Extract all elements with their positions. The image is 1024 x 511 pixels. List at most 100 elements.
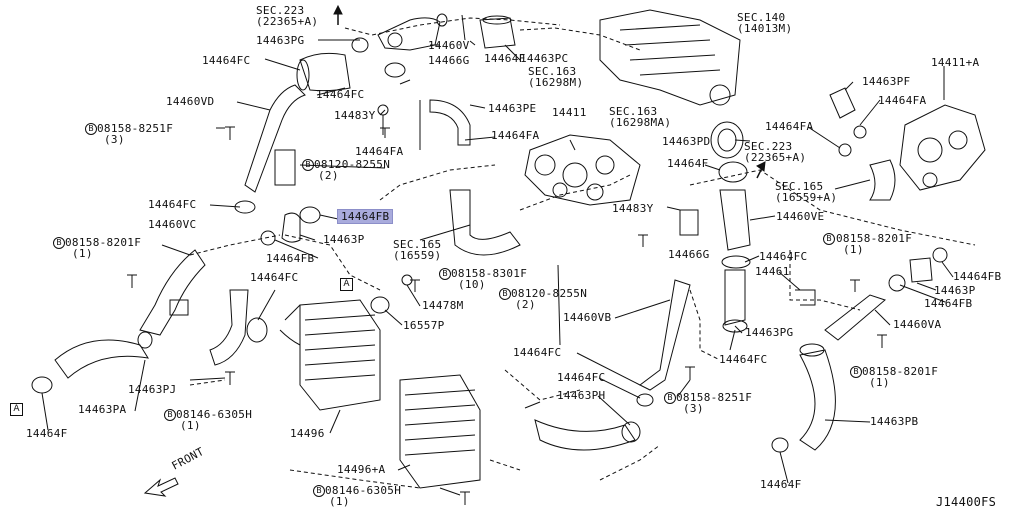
bolt-partno: 08120-8255N xyxy=(511,287,588,300)
section-ref-sec223-top: SEC.223 xyxy=(256,4,305,17)
part-label: 14464F xyxy=(484,52,526,65)
part-label: 14460V xyxy=(428,39,470,52)
part-label: 14464FB xyxy=(953,270,1002,283)
section-ref-sec165-c-sub: (16559) xyxy=(393,249,442,262)
part-label: 14464FA xyxy=(491,129,540,142)
part-label: 14463PC xyxy=(520,52,569,65)
section-ref-sec163-b-sub: (16298MA) xyxy=(609,116,672,129)
bolt-qty: (10) xyxy=(458,278,486,291)
bolt-symbol-icon: B xyxy=(439,268,451,280)
section-ref-sec223-top-sub: (22365+A) xyxy=(256,15,319,28)
diagram-code: J14400FS xyxy=(936,495,997,509)
part-label: 14464FA xyxy=(355,145,404,158)
bolt-symbol-icon: B xyxy=(499,288,511,300)
bolt-qty: (1) xyxy=(843,243,864,256)
highlighted-part-14464fb[interactable]: 14464FB xyxy=(337,209,394,224)
front-arrow-icon xyxy=(143,477,179,497)
hose-14463ph xyxy=(534,419,636,451)
part-label: 14463P xyxy=(934,284,976,297)
bolt-qty: (2) xyxy=(318,169,339,182)
part-label: 14460VC xyxy=(148,218,197,231)
part-label: 16557P xyxy=(403,319,445,332)
part-label: 14464FC xyxy=(513,346,562,359)
part-label: 14466G xyxy=(428,54,470,67)
bolt-symbol-icon: B xyxy=(850,366,862,378)
reference-marker-a-top: A xyxy=(340,278,353,291)
hose-14463pj xyxy=(209,289,249,366)
pipe-14460ve xyxy=(719,189,751,251)
pipe-14463pg xyxy=(299,52,351,92)
turbocharger-14411 xyxy=(524,134,641,206)
bolt-symbol-icon: B xyxy=(823,233,835,245)
bolt-partno: 08146-6305H xyxy=(176,408,253,421)
part-label: 14463P xyxy=(323,233,365,246)
intercooler-14496 xyxy=(279,299,381,411)
part-label: 14460VE xyxy=(776,210,825,223)
part-label: 14463PD xyxy=(662,135,711,148)
pipe-14460vb xyxy=(639,279,691,391)
part-label: 14411+A xyxy=(931,56,980,69)
part-label: 14463PF xyxy=(862,75,911,88)
part-label: 14464FC xyxy=(557,371,606,384)
pipe-14460va xyxy=(824,294,886,341)
part-label: 14464FC xyxy=(719,353,768,366)
dashed-guide-lines xyxy=(189,17,976,489)
part-label: 14463PH xyxy=(557,389,606,402)
bolt-partno: 08120-8255N xyxy=(314,158,391,171)
section-ref-sec165-r: SEC.165 xyxy=(775,180,824,193)
bolt-qty: (2) xyxy=(515,298,536,311)
bolt-symbol-icon: B xyxy=(164,409,176,421)
part-label: 14464FC xyxy=(202,54,251,67)
part-label: 14464FB xyxy=(266,252,315,265)
bolt-partno: 08158-8301F xyxy=(451,267,528,280)
bolt-symbol-icon: B xyxy=(302,159,314,171)
part-label: 14464F xyxy=(760,478,802,491)
section-ref-sec165-r-sub: (16559+A) xyxy=(775,191,838,204)
part-label: 14464F xyxy=(667,157,709,170)
pipe-14460vc xyxy=(139,249,206,336)
bolt-qty: (3) xyxy=(683,402,704,415)
part-label: 14463PG xyxy=(256,34,305,47)
bolt-partno: 08158-8201F xyxy=(836,232,913,245)
part-label: 14496+A xyxy=(337,463,386,476)
part-label: 14463PB xyxy=(870,415,919,428)
bolt-partno: 08158-8201F xyxy=(65,236,142,249)
section-ref-sec223-r: SEC.223 xyxy=(744,140,793,153)
section-ref-sec140-sub: (14013M) xyxy=(737,22,793,35)
bolt-partno: 08146-6305H xyxy=(325,484,402,497)
bolt-qty: (1) xyxy=(869,376,890,389)
bolt-partno: 08158-8251F xyxy=(676,391,753,404)
part-label: 14411 xyxy=(552,106,587,119)
part-label: 14463PJ xyxy=(128,383,177,396)
bolt-partno: 08158-8201F xyxy=(862,365,939,378)
part-label: 14464FB xyxy=(924,297,973,310)
part-label: 14464FA xyxy=(765,120,814,133)
part-label: 14460VB xyxy=(563,311,612,324)
bolt-qty: (1) xyxy=(180,419,201,432)
part-label: 14483Y xyxy=(612,202,654,215)
pipe-14460vd xyxy=(244,84,306,193)
hose-14463pc xyxy=(479,17,516,49)
section-ref-sec165-c: SEC.165 xyxy=(393,238,442,251)
bolt-symbol-icon: B xyxy=(664,392,676,404)
part-label: 14478M xyxy=(422,299,464,312)
part-label: 14464FC xyxy=(250,271,299,284)
part-label: 14466G xyxy=(668,248,710,261)
bolt-qty: (1) xyxy=(72,247,93,260)
part-label: 14464FC xyxy=(759,250,808,263)
turbocharger-14411a xyxy=(899,104,986,191)
hose-14463pb xyxy=(799,349,836,451)
part-label: 14464F xyxy=(26,427,68,440)
bolt-symbol-icon: B xyxy=(53,237,65,249)
pipe-14460v xyxy=(377,17,441,51)
section-ref-sec223-r-sub: (22365+A) xyxy=(744,151,807,164)
bolt-symbol-icon: B xyxy=(85,123,97,135)
pipe-sec165 xyxy=(449,189,521,256)
part-label: 14464FC xyxy=(316,88,365,101)
intake-manifold xyxy=(599,9,741,106)
part-label: 14461 xyxy=(755,265,790,278)
reference-marker-a-left: A xyxy=(10,403,23,416)
hose-14463pe xyxy=(429,99,471,146)
bolt-qty: (1) xyxy=(329,495,350,508)
